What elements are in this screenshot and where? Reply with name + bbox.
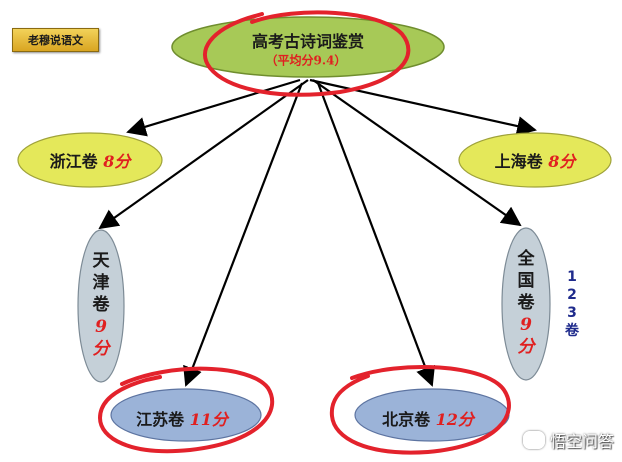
beijing-name: 北京卷: [382, 410, 431, 429]
shanghai-score: 8分: [548, 152, 576, 171]
highlight-ring-center: [203, 10, 411, 97]
tianjin-char: 津: [92, 273, 110, 293]
arrow-to-tianjin: [98, 79, 309, 230]
beijing-score: 12分: [435, 410, 474, 429]
paper-number: 3: [567, 305, 577, 321]
arrow-to-shanghai: [309, 78, 537, 136]
quanguo-char: 卷: [517, 293, 535, 313]
quanguo-score-digit: 9: [520, 315, 532, 335]
tianjin-score-digit: 9: [95, 317, 107, 337]
arrow-to-beijing: [316, 82, 435, 387]
quanguo-label: 全 国 卷 9 分: [518, 248, 535, 358]
shanghai-name: 上海卷: [494, 152, 543, 171]
node-quanguo: [501, 227, 551, 381]
paper-number: 2: [567, 287, 577, 303]
arrow-to-jiangsu: [183, 82, 304, 387]
author-badge: 老穆说语文: [12, 28, 99, 52]
center-subtitle: （平均分9.4）: [265, 53, 347, 68]
tianjin-char: 卷: [92, 295, 110, 315]
zhejiang-label: 浙江卷 8分: [50, 148, 131, 172]
chat-bubble-icon: [522, 431, 545, 449]
quanguo-char: 国: [517, 271, 535, 291]
connector-arrows: [98, 78, 537, 387]
watermark: 悟空问答: [522, 428, 614, 452]
node-zhejiang: [17, 132, 163, 188]
quanguo-score-unit: 分: [517, 337, 535, 357]
highlight-rings: [97, 10, 511, 455]
zhejiang-name: 浙江卷: [49, 152, 98, 171]
author-badge-label: 老穆说语文: [28, 34, 83, 47]
node-tianjin: [77, 229, 125, 383]
node-shanghai: [458, 132, 612, 188]
center-node: [171, 16, 445, 78]
highlight-ring-jiangsu: [97, 366, 275, 454]
jiangsu-score: 11分: [189, 410, 228, 429]
tianjin-label: 天 津 卷 9 分: [93, 250, 110, 360]
watermark-text: 悟空问答: [549, 432, 614, 451]
highlight-ring-beijing: [329, 364, 511, 455]
center-title: 高考古诗词鉴赏: [251, 32, 365, 51]
zhejiang-score: 8分: [103, 152, 131, 171]
paper-number: 1: [567, 269, 577, 285]
jiangsu-label: 江苏卷 11分: [136, 406, 228, 430]
beijing-label: 北京卷 12分: [382, 406, 474, 430]
jiangsu-name: 江苏卷: [136, 410, 185, 429]
shanghai-label: 上海卷 8分: [495, 148, 576, 172]
paper-suffix: 卷: [565, 323, 579, 339]
arrow-to-quanguo: [312, 79, 522, 227]
node-jiangsu: [110, 388, 262, 442]
quanguo-char: 全: [517, 249, 535, 269]
quanguo-paper-list: 1 2 3 卷: [565, 268, 579, 340]
arrow-to-zhejiang: [126, 78, 301, 137]
tianjin-score-unit: 分: [92, 339, 110, 359]
tianjin-char: 天: [92, 251, 110, 271]
